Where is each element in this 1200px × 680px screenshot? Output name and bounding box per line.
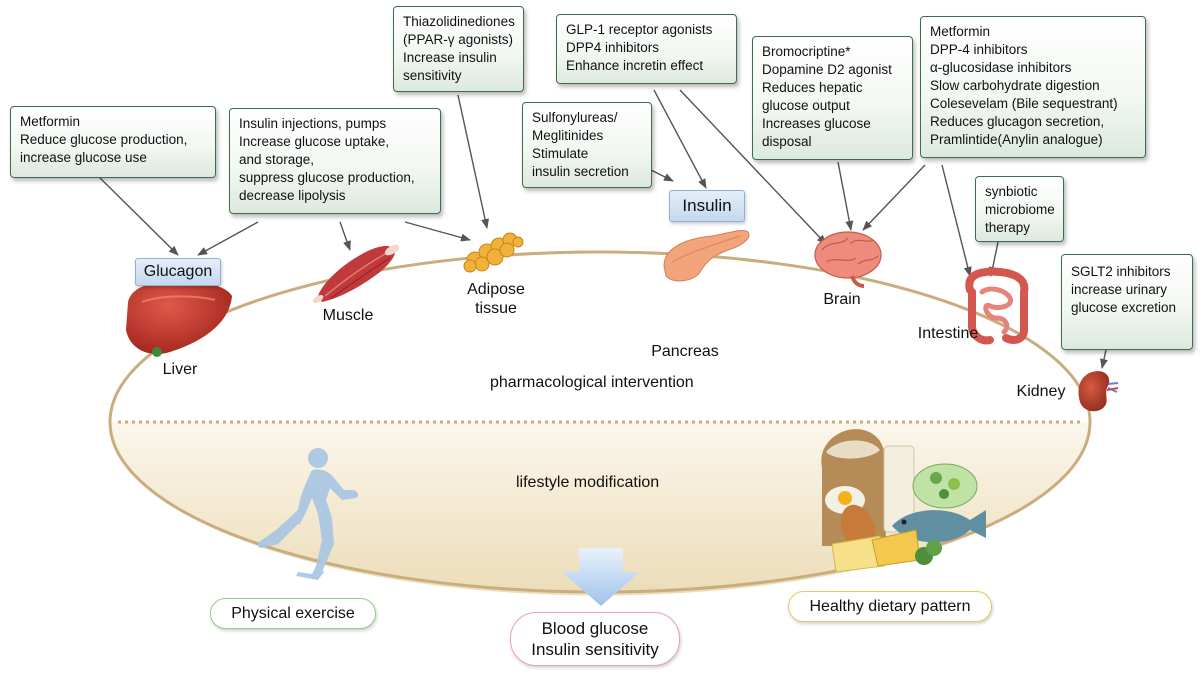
box-line: Reduces glucagon secretion,	[930, 114, 1105, 129]
box-line: glucose output	[762, 98, 850, 113]
pancreas-icon	[663, 230, 750, 282]
adipose-label-line: Adipose	[467, 281, 525, 298]
muscle-drug-box: Insulin injections, pumps Increase gluco…	[229, 108, 441, 214]
arrow-glp-to-brain	[679, 89, 827, 245]
adipose-icon	[463, 232, 524, 273]
liver-icon	[126, 280, 232, 357]
lifestyle-label: lifestyle modification	[516, 474, 660, 491]
box-line: Sulfonylureas/	[532, 110, 618, 125]
result-pill: Blood glucose Insulin sensitivity	[510, 612, 680, 666]
adipose-label-line: tissue	[475, 300, 517, 317]
box-line: Insulin injections, pumps	[239, 116, 387, 131]
intestine-label: Intestine	[917, 325, 979, 342]
box-line: Increases glucose	[762, 116, 871, 131]
box-line: suppress glucose production,	[239, 170, 415, 185]
sglt2-box: SGLT2 inhibitors increase urinary glucos…	[1061, 254, 1193, 350]
box-line: glucose excretion	[1071, 300, 1177, 315]
box-line: Meglitinides	[532, 128, 604, 143]
pharmacological-label: pharmacological intervention	[490, 374, 694, 391]
box-line: Bromocriptine*	[762, 44, 851, 59]
bromocriptine-box: Bromocriptine* Dopamine D2 agonist Reduc…	[752, 36, 913, 160]
insulin-tag: Insulin	[669, 190, 745, 222]
result-line: Insulin sensitivity	[531, 640, 659, 659]
box-line: therapy	[985, 220, 1031, 235]
arrows	[99, 89, 1108, 369]
kidney-label: Kidney	[1016, 383, 1066, 400]
metformin-intestine-box: Metformin DPP-4 inhibitors α-glucosidase…	[920, 16, 1146, 158]
box-line: Stimulate	[532, 146, 589, 161]
food-icon	[821, 429, 986, 573]
box-line: SGLT2 inhibitors	[1071, 264, 1171, 279]
box-line: Increase insulin	[403, 50, 497, 65]
down-arrow	[562, 548, 640, 606]
brain-label: Brain	[823, 291, 861, 308]
muscle-icon	[312, 244, 400, 303]
box-line: Pramlintide(Anylin analogue)	[930, 132, 1103, 147]
runner-icon	[257, 448, 359, 580]
box-line: disposal	[762, 134, 812, 149]
adipose-drug-box: Thiazolidinediones (PPAR-γ agonists) Inc…	[393, 6, 524, 92]
muscle-label: Muscle	[322, 307, 374, 324]
box-line: microbiome	[985, 202, 1055, 217]
box-line: Reduces hepatic	[762, 80, 863, 95]
box-line: insulin secretion	[532, 164, 629, 179]
box-line: (PPAR-γ agonists)	[403, 32, 514, 47]
result-line: Blood glucose	[541, 619, 649, 638]
pancreas-label: Pancreas	[651, 343, 719, 360]
box-line: DPP4 inhibitors	[566, 40, 660, 55]
arrow-glp-to-insulin	[653, 89, 707, 189]
box-line: Colesevelam (Bile sequestrant)	[930, 96, 1118, 111]
box-line: and storage,	[239, 152, 315, 167]
box-line: Enhance incretin effect	[566, 58, 704, 73]
arrow-muscle-box-to-adipose	[404, 221, 471, 242]
arrow-liver-box-to-glucagon	[99, 177, 179, 256]
box-line: DPP-4 inhibitors	[930, 42, 1028, 57]
healthy-diet-pill: Healthy dietary pattern	[788, 591, 992, 622]
liver-drug-box: Metformin Reduce glucose production, inc…	[10, 106, 216, 178]
box-line: α-glucosidase inhibitors	[930, 60, 1072, 75]
box-line: synbiotic	[985, 184, 1038, 199]
glp1-box: GLP-1 receptor agonists DPP4 inhibitors …	[556, 14, 737, 84]
box-line: Slow carbohydrate digestion	[930, 78, 1100, 93]
arrow-adipose-box-to-adipose	[457, 94, 489, 229]
arrow-sulfonyl-to-insulin	[650, 169, 674, 182]
box-line: decrease lipolysis	[239, 188, 346, 203]
box-line: GLP-1 receptor agonists	[566, 22, 713, 37]
arrow-metformin2-to-intestine	[941, 164, 972, 277]
arrow-muscle-box-to-glucagon	[197, 221, 259, 256]
box-line: Increase glucose uptake,	[239, 134, 390, 149]
adipose-label: Adipose tissue	[456, 280, 536, 318]
arrow-sglt2-to-kidney	[1100, 349, 1108, 369]
kidney-icon	[1078, 371, 1119, 412]
box-line: Thiazolidinediones	[403, 14, 515, 29]
arrow-muscle-box-to-muscle	[339, 221, 351, 251]
liver-label: Liver	[162, 361, 198, 378]
intestine-icon	[965, 267, 1029, 345]
box-line: increase glucose use	[20, 150, 147, 165]
synbiotic-box: synbiotic microbiome therapy	[975, 176, 1064, 242]
physical-exercise-pill: Physical exercise	[210, 598, 376, 629]
box-line: Dopamine D2 agonist	[762, 62, 892, 77]
box-line: sensitivity	[403, 68, 462, 83]
brain-icon	[814, 231, 882, 288]
arrow-bromo-to-brain	[837, 161, 854, 231]
box-line: increase urinary	[1071, 282, 1168, 297]
arrow-metformin2-to-brain	[862, 164, 926, 231]
box-line: Reduce glucose production,	[20, 132, 188, 147]
sulfonylurea-box: Sulfonylureas/ Meglitinides Stimulate in…	[522, 102, 652, 188]
glucagon-tag: Glucagon	[135, 258, 221, 286]
box-line: Metformin	[20, 114, 81, 129]
box-line: Metformin	[930, 24, 991, 39]
